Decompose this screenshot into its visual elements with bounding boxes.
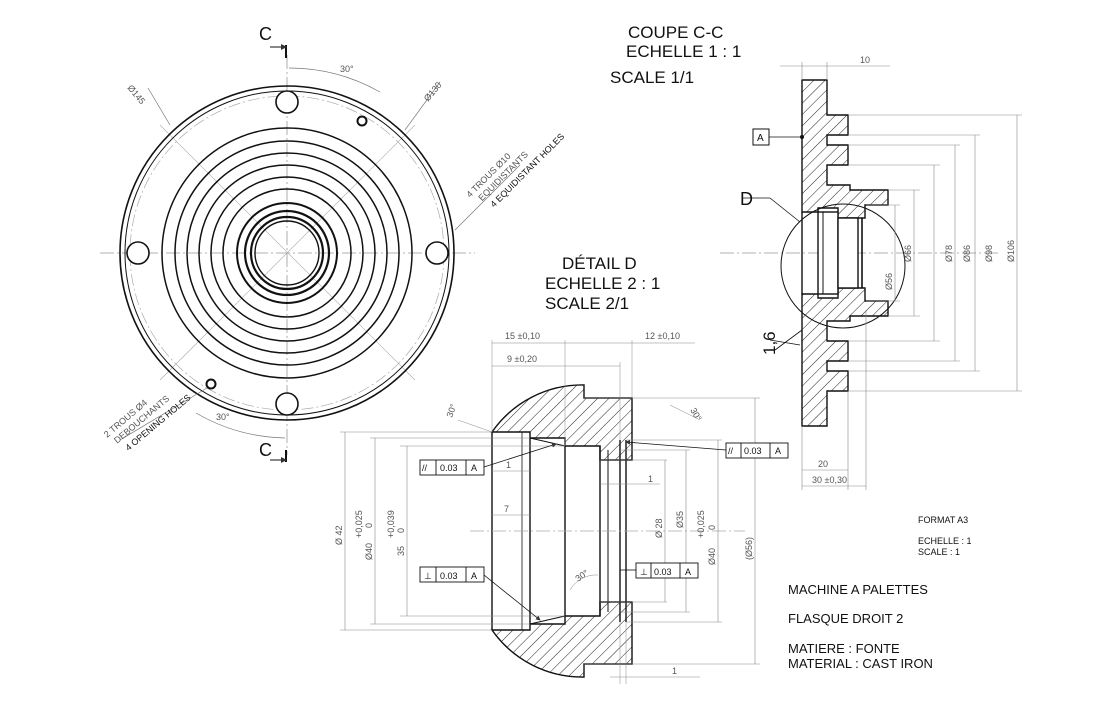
roughness-label: 1,6 [760, 331, 779, 355]
gdt-parallel-val: 0.03 [440, 463, 458, 473]
gdt-perp-right: ⊥ 0.03 A [620, 562, 699, 579]
detail-view: 15 ±0,10 12 ±0,10 9 ±0,20 30° 30° 30° 1 … [334, 331, 789, 684]
dia-35b-label: Ø35 [675, 511, 685, 528]
gdt-parallel2-ref: A [775, 446, 781, 456]
dim-15-label: 15 ±0,10 [505, 331, 540, 341]
angle-30-a: 30° [444, 402, 458, 419]
cut-label-top: C [259, 24, 272, 44]
gdt-perp-val: 0.03 [440, 571, 458, 581]
front-view: C C 30° 30° Ø145 Ø130 4 TROUS Ø10 EQUIDI… [100, 24, 566, 463]
datum-a-label: A [757, 133, 764, 144]
tol-40a-up: +0,025 [354, 510, 364, 538]
material-en: MATERIAL : CAST IRON [788, 656, 933, 671]
part-name: FLASQUE DROIT 2 [788, 611, 903, 626]
dim-1-a: 1 [506, 460, 511, 470]
dia-28-label: Ø 28 [654, 518, 664, 538]
dia-66-sec: Ø66 [903, 245, 913, 262]
dim-12-label: 12 ±0,10 [645, 331, 680, 341]
angle-top-label: 30° [340, 64, 354, 74]
dim-20-label: 20 [818, 459, 828, 469]
gdt-parallel-right: // 0.03 A [625, 439, 789, 459]
gdt-perp-ref: A [471, 571, 477, 581]
tol-40b-up: +0,025 [696, 510, 706, 538]
section-title-text: COUPE C-C [628, 23, 723, 42]
cut-label-bottom: C [259, 440, 272, 460]
dia-35-label: 35 [396, 546, 406, 556]
dim-7-label: 7 [504, 504, 509, 514]
detail-scale-fr: ECHELLE 2 : 1 [545, 274, 660, 293]
gdt-perp-left: ⊥ 0.03 A [419, 566, 541, 621]
dim-1-b: 1 [648, 474, 653, 484]
tol-35-low: 0 [396, 528, 406, 533]
opening-hole-1 [356, 115, 368, 127]
gdt-parallel-ref: A [471, 463, 477, 473]
dia-40a-label: Ø40 [364, 543, 374, 560]
angle-30-c: 30° [573, 567, 590, 583]
material-fr: MATIERE : FONTE [788, 641, 900, 656]
gdt-parallel2-sym: // [728, 446, 734, 456]
dia-42-label: Ø 42 [334, 525, 344, 545]
dim-9-label: 9 ±0,20 [507, 354, 537, 364]
gdt-parallel-sym: // [422, 463, 428, 473]
opening-hole-2 [205, 378, 217, 390]
section-scale-fr: ECHELLE 1 : 1 [626, 42, 741, 61]
dia-86-sec: Ø86 [962, 245, 972, 262]
gdt-perp2-sym: ⊥ [640, 567, 648, 577]
gdt-parallel2-val: 0.03 [744, 446, 762, 456]
gdt-parallel-left: // 0.03 A [419, 442, 557, 476]
diameter-dims: Ø56 Ø66 Ø78 Ø86 Ø98 Ø106 [848, 114, 1022, 392]
detail-title-text: DÉTAIL D [562, 254, 637, 273]
gdt-perp-sym: ⊥ [424, 571, 432, 581]
dia-130-label: Ø130 [422, 80, 444, 103]
dim-10-label: 10 [860, 55, 870, 65]
tol-35-up: +0,039 [386, 510, 396, 538]
tol-40b-low: 0 [707, 525, 717, 530]
dia-56-ref-label: (Ø56) [744, 537, 754, 560]
bolt-hole-left [126, 241, 150, 265]
dia-78-sec: Ø78 [944, 245, 954, 262]
gdt-perp2-ref: A [685, 567, 691, 577]
gdt-perp2-val: 0.03 [654, 567, 672, 577]
detail-title: DÉTAIL D ECHELLE 2 : 1 SCALE 2/1 [545, 254, 660, 313]
section-scale-en: SCALE 1/1 [610, 68, 694, 87]
title-block: FORMAT A3 ECHELLE : 1 SCALE : 1 MACHINE … [788, 515, 972, 671]
machine-name: MACHINE A PALETTES [788, 582, 928, 597]
detail-scale-en: SCALE 2/1 [545, 294, 629, 313]
format-label: FORMAT A3 [918, 515, 968, 525]
dim-30-label: 30 ±0,30 [812, 475, 847, 485]
detail-callout-label: D [740, 189, 753, 209]
title-scale-en: SCALE : 1 [918, 547, 960, 557]
angle-bottom-label: 30° [216, 412, 230, 422]
dia-98-sec: Ø98 [984, 245, 994, 262]
dia-106-sec: Ø106 [1006, 240, 1016, 262]
dim-1-c: 1 [672, 666, 677, 676]
dia-56-sec: Ø56 [884, 273, 894, 290]
title-scale-fr: ECHELLE : 1 [918, 536, 972, 546]
section-view: D A 10 20 30 ±0,30 1,6 Ø56 Ø66 [720, 55, 1022, 490]
bolt-hole-right [425, 241, 449, 265]
tol-40a-low: 0 [364, 523, 374, 528]
bolt-hole-top [275, 90, 299, 114]
bolt-hole-bottom [275, 392, 299, 416]
section-title: COUPE C-C ECHELLE 1 : 1 SCALE 1/1 [610, 23, 741, 87]
dia-145-label: Ø145 [125, 83, 147, 106]
angle-30-b: 30° [688, 406, 704, 423]
dia-40b-label: Ø40 [707, 548, 717, 565]
